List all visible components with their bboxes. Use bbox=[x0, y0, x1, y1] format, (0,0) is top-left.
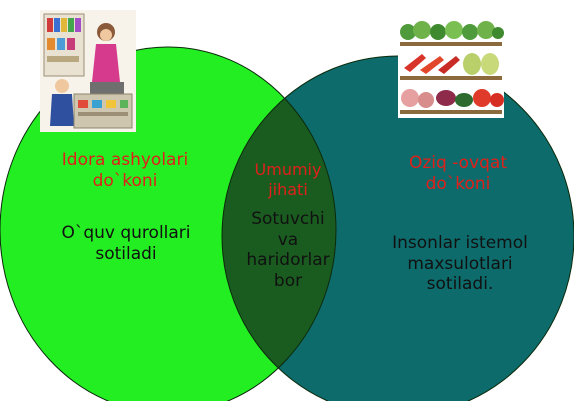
left-title-line-1: Idora ashyolari bbox=[61, 150, 189, 170]
right-description: Insonlar istemol maxsulotlari sotiladi. bbox=[372, 233, 548, 295]
left-description: O`quv qurollari sotiladi bbox=[30, 223, 222, 264]
right-description-line-2: maxsulotlari bbox=[407, 253, 513, 274]
middle-description-line-3: haridorlar bbox=[246, 250, 330, 271]
shop-clerk-illustration bbox=[40, 10, 136, 132]
left-description-line-2: sotiladi bbox=[95, 243, 157, 264]
left-title-line-2: do`koni bbox=[92, 170, 158, 191]
right-title-line-1: Oziq -ovqat bbox=[408, 153, 507, 173]
middle-description-line-4: bor bbox=[273, 271, 303, 292]
middle-description: Sotuvchi va haridorlar bor bbox=[232, 209, 344, 292]
right-title: Oziq -ovqat do`koni bbox=[378, 153, 538, 194]
middle-title-line-1: Umumiy bbox=[254, 160, 322, 179]
left-description-line-1: O`quv qurollari bbox=[61, 223, 191, 243]
right-title-line-2: do`koni bbox=[425, 173, 491, 194]
right-description-line-3: sotiladi. bbox=[426, 274, 494, 295]
vegetable-shelves-illustration bbox=[398, 14, 504, 118]
right-description-line-1: Insonlar istemol bbox=[392, 233, 528, 253]
middle-description-line-2: va bbox=[277, 229, 299, 250]
overlap-region bbox=[222, 56, 336, 401]
left-title: Idora ashyolari do`koni bbox=[30, 150, 220, 191]
middle-description-line-1: Sotuvchi bbox=[251, 209, 325, 229]
middle-title: Umumiy jihati bbox=[232, 160, 344, 199]
left-circle-outline bbox=[0, 46, 337, 401]
middle-title-line-2: jihati bbox=[268, 179, 308, 199]
